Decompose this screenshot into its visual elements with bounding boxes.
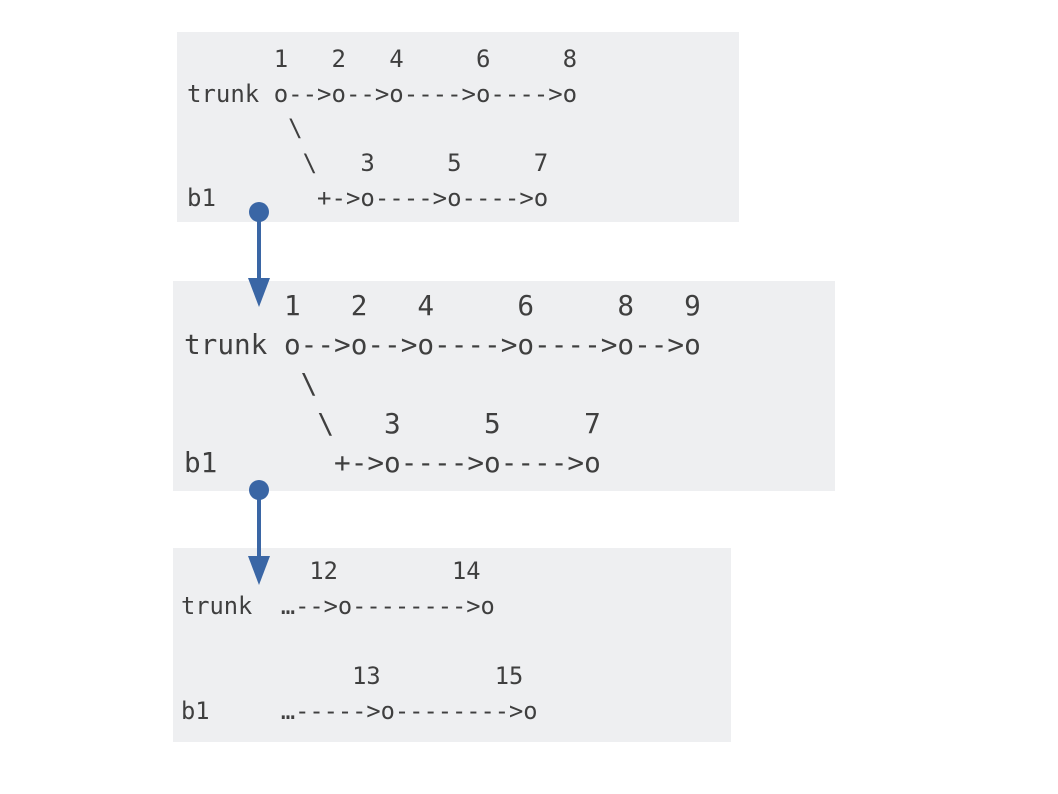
branch-diagram-text: 1 2 4 6 8 9 trunk o-->o-->o---->o---->o-… (184, 286, 701, 482)
diagram-line-branch: b1 +->o---->o---->o (184, 445, 601, 479)
diagram-line-branch: b1 …----->o-------->o (181, 697, 538, 725)
code-panel-after-commit: 1 2 4 6 8 9 trunk o-->o-->o---->o---->o-… (173, 281, 835, 491)
diagram-line: \ (184, 367, 318, 401)
diagram-line: \ 3 5 7 (187, 149, 549, 178)
branch-diagram-text: 1 2 4 6 8 trunk o-->o-->o---->o---->o \ … (187, 42, 577, 216)
diagram-line: 1 2 4 6 8 (187, 45, 578, 73)
diagram-line: 12 14 (181, 557, 481, 585)
diagram-line: 1 2 4 6 8 9 (184, 289, 701, 322)
code-panel-before: 1 2 4 6 8 trunk o-->o-->o---->o---->o \ … (177, 32, 739, 222)
arrow-connector-2 (248, 480, 270, 585)
diagram-line-branch: b1 +->o---->o---->o (187, 183, 549, 212)
branch-diagram-text: 12 14 trunk …-->o-------->o 13 15 b1 …--… (181, 554, 538, 729)
diagram-line: \ (187, 114, 303, 143)
arrow-connector-1 (248, 202, 270, 307)
diagram-line-trunk: trunk o-->o-->o---->o---->o-->o (184, 328, 701, 362)
diagram-line: 13 15 (181, 662, 524, 690)
code-panel-later: 12 14 trunk …-->o-------->o 13 15 b1 …--… (173, 548, 731, 742)
diagram-line-trunk: trunk …-->o-------->o (181, 592, 495, 620)
diagram-line: \ 3 5 7 (184, 406, 601, 440)
diagram-line-trunk: trunk o-->o-->o---->o---->o (187, 79, 578, 108)
